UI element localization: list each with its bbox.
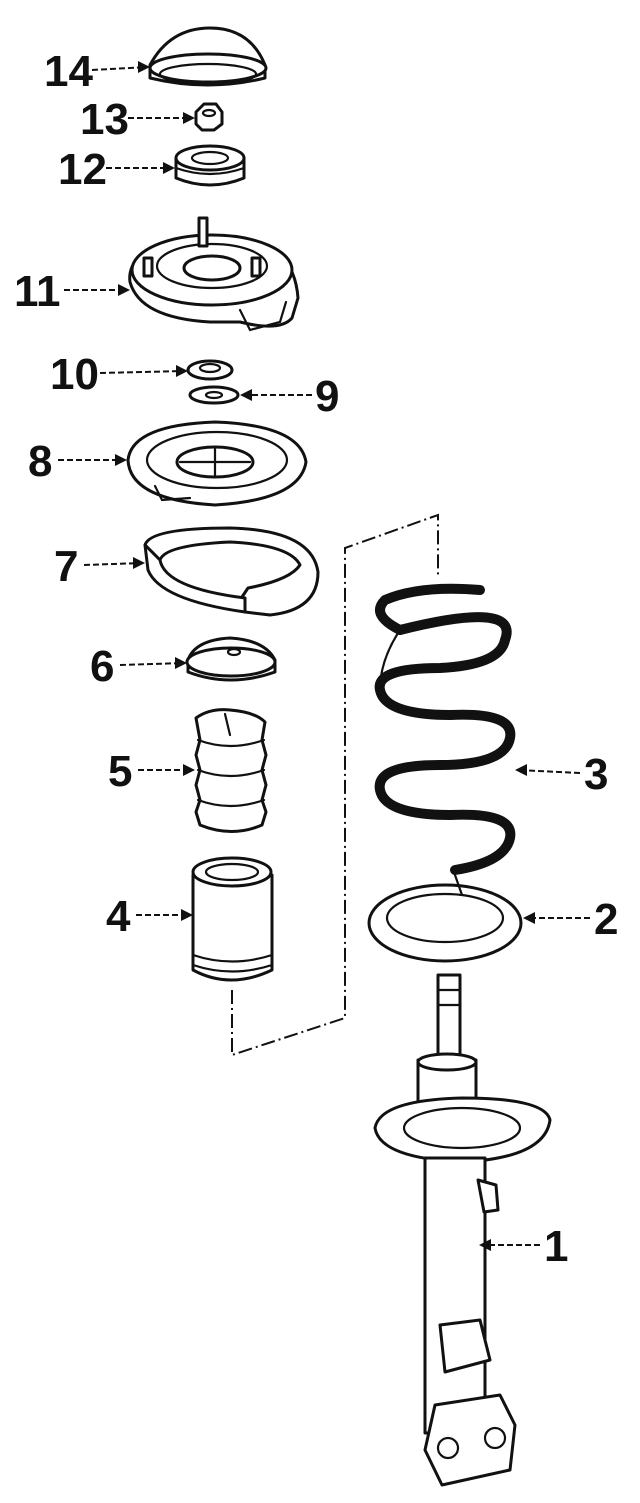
- callout-8: 8: [28, 437, 52, 486]
- part-9-washer: [188, 385, 240, 405]
- callout-14: 14: [44, 47, 93, 96]
- callout-7: 7: [54, 542, 78, 591]
- callout-3: 3: [584, 750, 608, 799]
- callout-10: 10: [50, 350, 99, 399]
- callout-leaders: [58, 61, 590, 1251]
- callout-5: 5: [108, 747, 132, 796]
- part-12-bearing: [174, 144, 246, 187]
- callout-6: 6: [90, 642, 114, 691]
- callout-13: 13: [80, 95, 129, 144]
- callout-4: 4: [106, 892, 131, 941]
- part-10-bushing: [186, 359, 234, 381]
- part-14-dust-cap: [148, 26, 268, 87]
- callout-12: 12: [58, 145, 107, 194]
- assembly-guide-line: [231, 513, 439, 1057]
- part-7-spring-insulator: [143, 526, 320, 617]
- part-5-bump-stop: [194, 708, 268, 833]
- part-6-bump-stop-cap: [185, 636, 277, 682]
- part-11-strut-mount: [128, 216, 300, 332]
- callout-11: 11: [14, 267, 61, 316]
- callout-9: 9: [315, 372, 339, 421]
- part-4-dust-boot: [191, 856, 274, 982]
- part-1-strut: [373, 973, 552, 1487]
- part-13-nut: [194, 102, 224, 132]
- part-3-coil-spring: [374, 583, 516, 875]
- callout-2: 2: [594, 895, 618, 944]
- callout-labels: 14 13 12 11 10 9 8 7 6 5 4 3 2 1: [14, 47, 618, 1271]
- part-8-upper-spring-seat: [126, 420, 308, 507]
- callout-1: 1: [544, 1222, 568, 1271]
- part-2-lower-insulator: [367, 873, 523, 963]
